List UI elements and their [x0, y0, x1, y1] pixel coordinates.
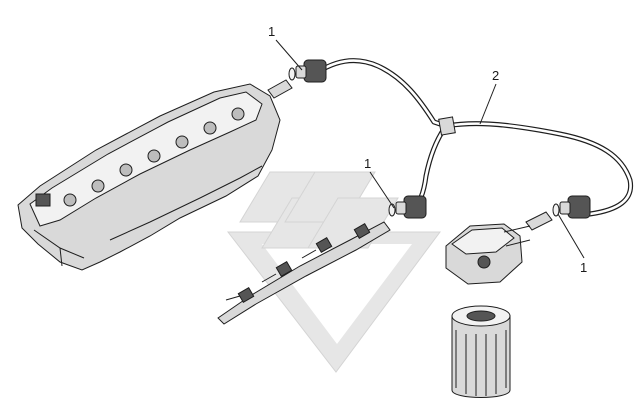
- leader-line-1-middle: [369, 171, 395, 209]
- hose-connector-right: [525, 195, 591, 231]
- fuel-filter-cartridge: [451, 305, 511, 398]
- callout-2-hose: 2: [492, 68, 499, 83]
- hose-connector-middle: [388, 195, 427, 219]
- callout-1-right: 1: [580, 260, 587, 275]
- fuel-rail: [217, 221, 391, 325]
- callout-1-top: 1: [268, 24, 275, 39]
- adapter-top: [267, 79, 293, 99]
- fuel-hose: [315, 58, 634, 217]
- cylinder-head: [17, 83, 281, 271]
- leader-line-1-right: [557, 213, 585, 259]
- hose-connector-top: [267, 59, 327, 99]
- leader-line-1-top: [275, 39, 303, 71]
- adapter-right: [525, 211, 553, 231]
- leader-lines: [275, 39, 585, 259]
- leader-line-2: [479, 83, 497, 125]
- o-ring-right: [552, 203, 560, 217]
- o-ring-top: [288, 67, 296, 81]
- callout-1-middle: 1: [364, 156, 371, 171]
- filter-housing: [445, 223, 531, 285]
- hose-tee-fitting: [438, 116, 456, 136]
